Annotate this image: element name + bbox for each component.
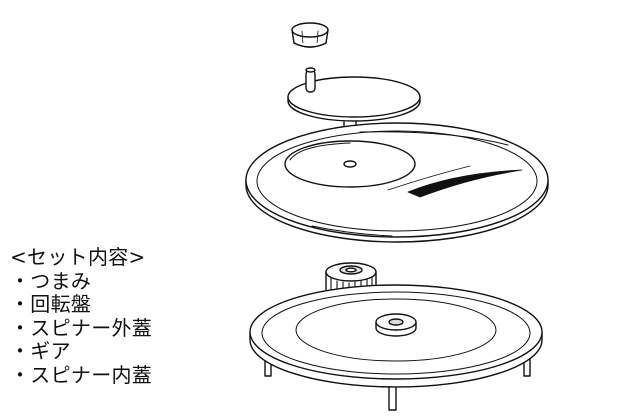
contents-item-gear: ・ギア bbox=[10, 339, 71, 363]
spinner-outer-lid-part bbox=[245, 122, 549, 243]
set-contents-list: <セット内容> ・つまみ ・回転盤 ・スピナー外蓋 ・ギア ・スピナー内蓋 bbox=[10, 245, 153, 387]
contents-item-rotating-plate: ・回転盤 bbox=[10, 292, 92, 316]
set-contents-heading: <セット内容> bbox=[10, 245, 146, 269]
contents-item-knob: ・つまみ bbox=[10, 268, 92, 293]
rotating-plate-part bbox=[287, 67, 421, 133]
knob-part bbox=[291, 22, 329, 48]
spinner-inner-lid-part bbox=[249, 284, 543, 411]
contents-item-outer-lid: ・スピナー外蓋 bbox=[10, 315, 153, 340]
contents-item-inner-lid: ・スピナー内蓋 bbox=[10, 362, 153, 387]
